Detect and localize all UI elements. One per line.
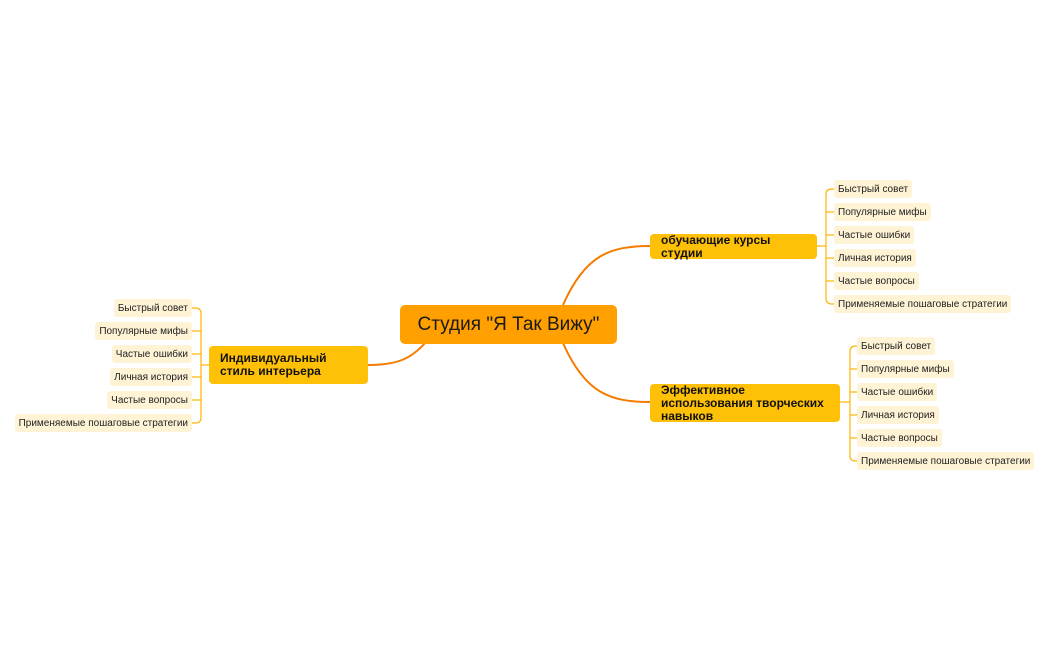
- bracket-top-right: [817, 188, 835, 305]
- subtopic-label: Частые ошибки: [115, 348, 188, 360]
- subtopic-label: Популярные мифы: [99, 325, 188, 337]
- main-topic-label: обучающие курсы студии: [661, 232, 771, 260]
- main-topic-interior-style[interactable]: Индивидуальный стиль интерьера: [209, 346, 368, 384]
- subtopic-label: Частые вопросы: [111, 394, 188, 406]
- connector-central-top-right: [562, 245, 651, 306]
- subtopic-step-strategies[interactable]: Применяемые пошаговые стратегии: [834, 295, 1012, 313]
- subtopic-faq[interactable]: Частые вопросы: [857, 429, 942, 447]
- subtopic-personal-story[interactable]: Личная история: [857, 406, 939, 424]
- subtopic-common-mistakes[interactable]: Частые ошибки: [857, 383, 938, 401]
- subtopic-label: Применяемые пошаговые стратегии: [18, 417, 188, 429]
- subtopic-label: Личная история: [114, 371, 188, 383]
- subtopic-quick-tip[interactable]: Быстрый совет: [857, 337, 936, 355]
- main-topic-courses[interactable]: обучающие курсы студии: [650, 232, 817, 260]
- subtopic-quick-tip[interactable]: Быстрый совет: [834, 180, 913, 198]
- main-topic-creative-skills[interactable]: Эффективное использования творческих нав…: [650, 382, 840, 423]
- subtopic-label: Личная история: [838, 252, 912, 264]
- subtopic-faq[interactable]: Частые вопросы: [834, 272, 919, 290]
- subtopic-step-strategies[interactable]: Применяемые пошаговые стратегии: [14, 414, 192, 432]
- subtopic-label: Популярные мифы: [861, 363, 950, 375]
- subtopic-label: Быстрый совет: [838, 183, 909, 195]
- subtopic-label: Частые ошибки: [838, 229, 911, 241]
- subtopic-popular-myths[interactable]: Популярные мифы: [834, 203, 931, 221]
- subtopic-personal-story[interactable]: Личная история: [110, 368, 192, 386]
- subtopic-step-strategies[interactable]: Применяемые пошаговые стратегии: [857, 452, 1035, 470]
- subtopic-label: Частые ошибки: [861, 386, 934, 398]
- bracket-left: [192, 307, 209, 424]
- subtopic-label: Личная история: [861, 409, 935, 421]
- bracket-bottom-right: [840, 345, 858, 462]
- subtopic-label: Частые вопросы: [861, 432, 938, 444]
- subtopic-popular-myths[interactable]: Популярные мифы: [857, 360, 954, 378]
- connector-central-left: [367, 342, 426, 366]
- subtopic-label: Быстрый совет: [861, 340, 932, 352]
- subtopic-label: Применяемые пошаговые стратегии: [838, 298, 1008, 310]
- subtopic-common-mistakes[interactable]: Частые ошибки: [111, 345, 192, 363]
- main-topic-label: Индивидуальный стиль интерьера: [220, 351, 327, 378]
- connector-central-bottom-right: [562, 342, 651, 403]
- subtopic-popular-myths[interactable]: Популярные мифы: [95, 322, 192, 340]
- subtopic-faq[interactable]: Частые вопросы: [107, 391, 192, 409]
- subtopic-label: Популярные мифы: [838, 206, 927, 218]
- subtopic-label: Частые вопросы: [838, 275, 915, 287]
- subtopic-common-mistakes[interactable]: Частые ошибки: [834, 226, 915, 244]
- subtopic-personal-story[interactable]: Личная история: [834, 249, 916, 267]
- central-topic[interactable]: Студия "Я Так Вижу": [400, 305, 617, 344]
- central-topic-label: Студия "Я Так Вижу": [417, 313, 600, 335]
- subtopic-label: Быстрый совет: [117, 302, 188, 314]
- subtopic-label: Применяемые пошаговые стратегии: [861, 455, 1031, 467]
- subtopic-quick-tip[interactable]: Быстрый совет: [113, 299, 192, 317]
- main-topic-label: Эффективное использования творческих нав…: [661, 382, 824, 423]
